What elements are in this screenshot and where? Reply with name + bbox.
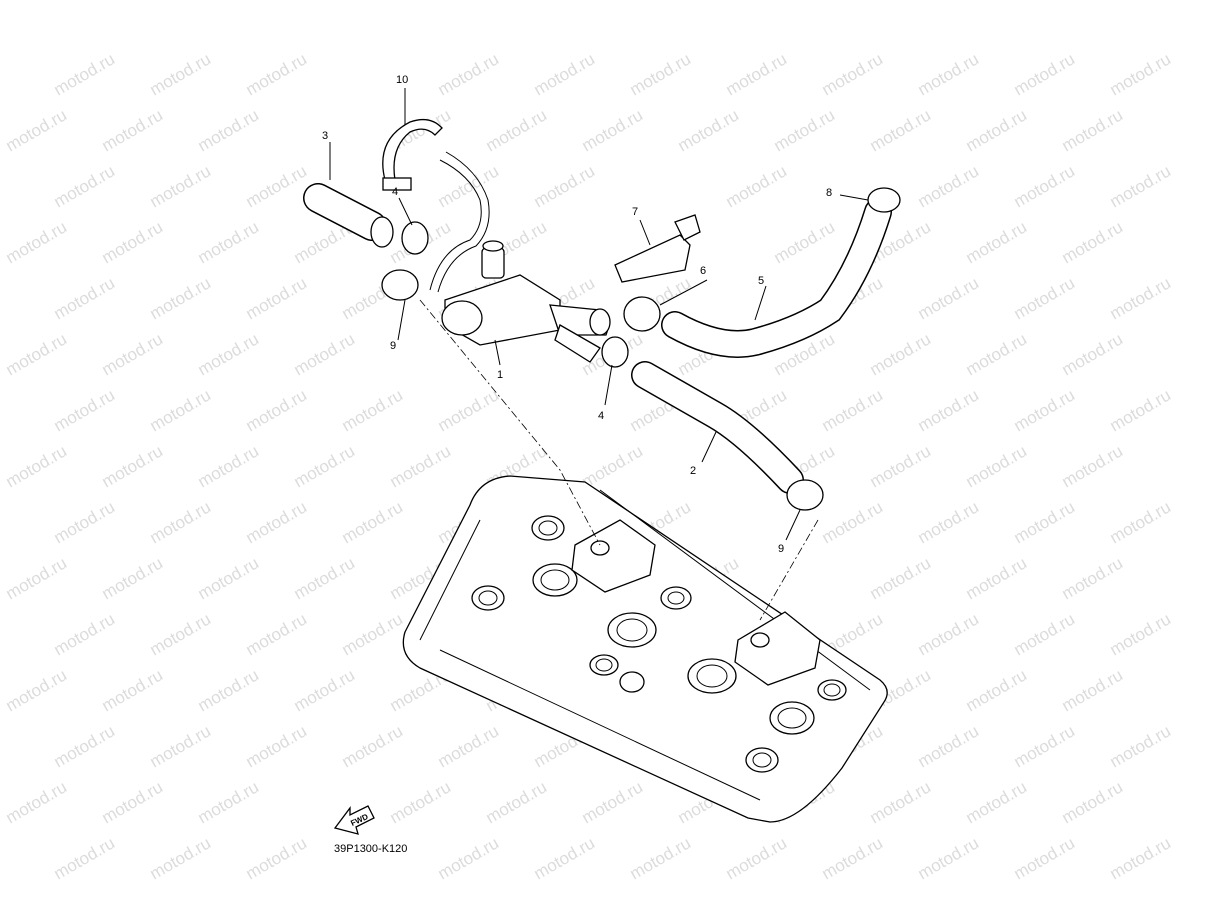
callout-4-lower: 4 — [598, 410, 604, 422]
callout-9-lower: 9 — [778, 543, 784, 555]
leader-lines — [329, 88, 869, 541]
callout-6: 6 — [700, 265, 706, 277]
callout-2: 2 — [690, 465, 696, 477]
callout-5: 5 — [758, 275, 764, 287]
hose-5 — [661, 198, 892, 358]
callout-3: 3 — [322, 130, 328, 142]
callout-8: 8 — [826, 187, 832, 199]
callout-9: 9 — [390, 340, 396, 352]
bracket-7-tab — [674, 214, 701, 241]
fwd-arrow-icon: FWD — [333, 805, 375, 835]
clamp-4 — [401, 221, 429, 255]
callout-7: 7 — [632, 206, 638, 218]
guide-line — [759, 519, 819, 621]
callout-4: 4 — [392, 186, 398, 198]
clamp-9b — [786, 479, 824, 511]
clamp-4b — [601, 336, 629, 368]
clamp-6 — [623, 296, 661, 332]
guide-line — [419, 299, 601, 546]
callout-1: 1 — [497, 369, 503, 381]
clamp-8 — [867, 187, 901, 213]
clamp-9 — [381, 269, 419, 301]
hose-3-end — [370, 216, 394, 248]
hose-3 — [303, 183, 387, 241]
bracket-7 — [614, 234, 691, 283]
air-cut-valve — [441, 240, 611, 363]
hose-2 — [631, 361, 804, 494]
callout-10: 10 — [396, 74, 408, 86]
cylinder-head-cover — [402, 475, 888, 823]
hose-clip-10 — [382, 118, 443, 191]
diagram-code: 39P1300-K120 — [334, 843, 407, 855]
